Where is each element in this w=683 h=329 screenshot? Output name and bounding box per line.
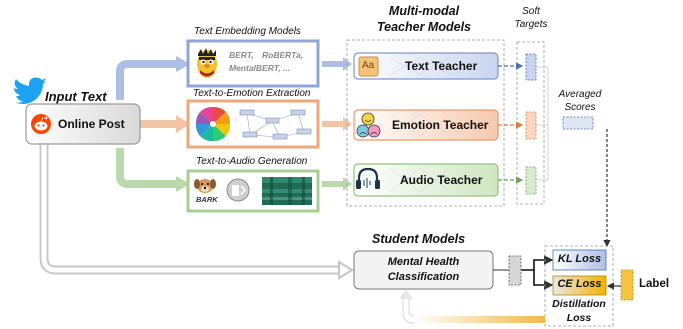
- bert-muppet-icon: [197, 48, 217, 78]
- output-to-loss-arrows: [521, 255, 554, 290]
- text-soft-target: [525, 53, 537, 81]
- averaged-scores-line1: Averaged: [558, 89, 602, 100]
- averaged-scores-box: [562, 116, 594, 130]
- audio-generation-title: Text-to-Audio Generation: [196, 156, 308, 167]
- audio-soft-target: [525, 166, 537, 195]
- soft-target-lines: [536, 66, 549, 181]
- teacher-models-header-line2: Teacher Models: [376, 20, 471, 34]
- reddit-icon: [31, 114, 51, 134]
- soft-targets-line2: Targets: [514, 19, 548, 30]
- feedback-arrow: [399, 289, 545, 324]
- branch-arrows: [39, 56, 354, 280]
- emotion-wheel-icon: [195, 106, 231, 142]
- spectrogram-image: [262, 177, 312, 205]
- online-post-label: Online Post: [58, 117, 125, 131]
- student-line2: Classification: [387, 271, 460, 283]
- model-name-mentalbert: MentalBERT, ...: [229, 63, 291, 73]
- audio-teacher-label: Audio Teacher: [400, 173, 483, 187]
- label-text: Label: [639, 278, 670, 290]
- teacher-models-header-line1: Multi-modal: [388, 4, 460, 18]
- text-to-speech-icon: [226, 178, 250, 202]
- headphones-icon: [356, 167, 380, 189]
- bark-label: BARK: [196, 195, 218, 204]
- kl-loss-label: KL Loss: [557, 253, 602, 265]
- kl-loss-box: [552, 249, 607, 271]
- text-teacher-label: Text Teacher: [405, 59, 478, 73]
- soft-targets-line1: Soft: [522, 6, 540, 17]
- teacher-group-frame: [346, 39, 505, 207]
- input-text-title: Input Text: [45, 89, 107, 104]
- model-name-roberta: RoBERTa,: [262, 50, 304, 60]
- text-teacher-icon-label: Aa: [362, 60, 375, 71]
- dog-icon: [194, 179, 216, 193]
- student-models-header: Student Models: [372, 232, 466, 246]
- label-vector: [620, 269, 634, 301]
- emotion-extraction-title: Text-to-Emotion Extraction: [193, 88, 311, 99]
- ce-loss-label: CE Loss: [557, 278, 602, 290]
- emotion-faces-icon: [356, 112, 381, 138]
- emotion-graph-nodes: [239, 109, 312, 140]
- emotion-soft-target: [525, 111, 537, 140]
- teacher-to-target-arrows: [498, 62, 524, 184]
- text-teacher-icon: [358, 56, 379, 77]
- text-embedding-box: [186, 39, 320, 88]
- twitter-icon: [10, 77, 46, 104]
- distillation-loss-line1: Distillation: [552, 298, 606, 310]
- ce-loss-box: [552, 275, 607, 296]
- teacher-network-pattern: [389, 56, 451, 193]
- distillation-loss-line2: Loss: [566, 312, 592, 324]
- text-embedding-title: Text Embedding Models: [194, 26, 301, 37]
- averaged-scores-line2: Scores: [564, 102, 596, 113]
- model-name-bert: BERT,: [229, 50, 254, 60]
- student-output-vector: [508, 255, 522, 286]
- online-post-box: [25, 103, 141, 145]
- student-line1: Mental Health: [387, 256, 460, 268]
- emotion-teacher-label: Emotion Teacher: [392, 118, 489, 132]
